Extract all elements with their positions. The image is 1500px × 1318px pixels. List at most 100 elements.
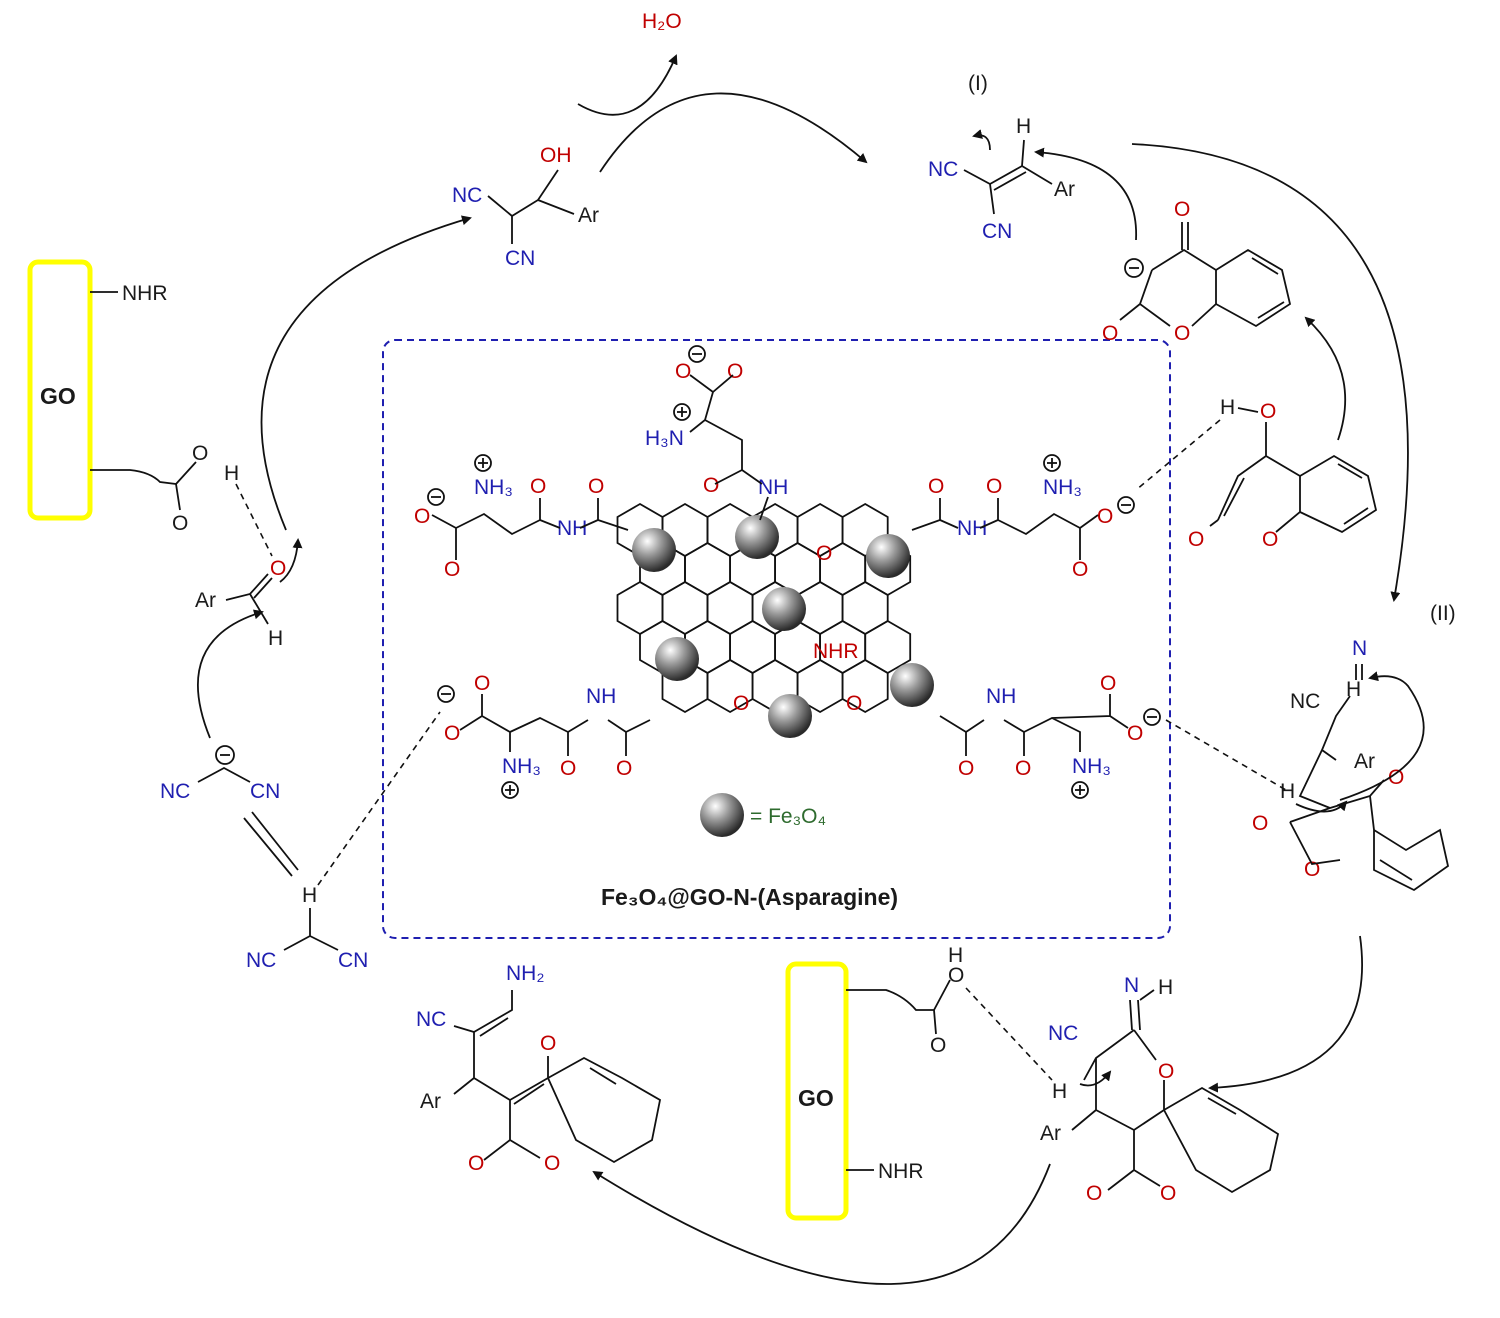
svg-text:O: O [1174,322,1190,345]
svg-text:O: O [616,757,632,780]
svg-text:NC: NC [452,184,482,207]
svg-text:NH₃: NH₃ [474,476,513,499]
svg-text:Ar: Ar [1054,178,1075,201]
svg-text:NH: NH [758,476,788,499]
svg-text:O: O [540,1032,556,1055]
svg-text:H₃N: H₃N [645,427,684,450]
graphene-sheet [616,502,912,714]
svg-text:O: O [1252,812,1268,835]
asparagine-lower-left: O O NH NH₃ O O [437,672,651,799]
svg-text:O: O [444,558,460,581]
svg-text:O: O [1388,766,1404,789]
svg-text:CN: CN [505,247,535,270]
svg-text:O: O [1158,1060,1174,1083]
aldehyde: Ar O H [195,557,286,650]
svg-text:NH₃: NH₃ [502,755,541,778]
fe3o4-particle [762,587,806,631]
svg-text:H: H [1346,678,1361,701]
svg-text:NC: NC [416,1008,446,1031]
pyranochromene-product: NH₂ NC O Ar O O [416,962,662,1175]
svg-text:NH: NH [986,685,1016,708]
svg-text:O: O [1174,198,1190,221]
svg-text:Ar: Ar [1354,750,1375,773]
go-carrier-bottom [785,961,849,1221]
graphene-ring [841,658,889,714]
svg-text:O: O [1260,400,1276,423]
fe3o4-particle [655,637,699,681]
malononitrile-anion: NC CN [160,745,280,803]
step-label-1: (I) [968,72,988,95]
step-label-2: (II) [1430,602,1456,625]
go-carrier-top [27,259,93,521]
svg-text:O: O [1160,1182,1176,1205]
svg-text:Ar: Ar [578,204,599,227]
asparagine-top: O O H₃N O NH [645,345,788,521]
svg-text:Ar: Ar [420,1090,441,1113]
asparagine-upper-right: O NH O NH₃ O O [911,454,1135,581]
svg-text:O: O [270,557,286,580]
svg-text:Ar: Ar [195,589,216,612]
svg-text:O: O [1015,757,1031,780]
graphene-ring [616,580,664,636]
svg-text:H: H [1280,780,1295,803]
sheet-nhr-label: NHR [813,640,859,663]
svg-text:H: H [224,462,239,485]
nhr-label-bottom: NHR [878,1160,924,1183]
svg-text:CN: CN [982,220,1012,243]
svg-text:H: H [1052,1080,1067,1103]
svg-text:NH₂: NH₂ [506,962,544,985]
asparagine-upper-left: NH₃ O O O NH O [414,454,629,581]
graphene-ring [684,541,731,597]
svg-text:O: O [414,505,430,528]
fe3o4-nanoparticles [632,515,934,738]
svg-text:NH₃: NH₃ [1043,476,1082,499]
svg-text:NC: NC [928,158,958,181]
svg-text:O: O [986,475,1002,498]
svg-text:O: O [948,964,964,987]
svg-text:O: O [1100,672,1116,695]
svg-text:O: O [544,1152,560,1175]
reaction-arrows [197,54,1425,1285]
catalyst-name: Fe₃O₄@GO-N-(Asparagine) [601,884,898,910]
svg-text:CN: CN [338,949,368,972]
epoxide-oxygen: O [816,542,832,565]
svg-text:H: H [948,944,963,967]
svg-text:O: O [675,360,691,383]
svg-text:O: O [530,475,546,498]
svg-text:O: O [1262,528,1278,551]
svg-text:NH₃: NH₃ [1072,755,1111,778]
svg-text:O: O [588,475,604,498]
water-label: H₂O [642,10,682,33]
svg-text:O: O [474,672,490,695]
graphene-ring [841,580,889,636]
svg-text:O: O [1086,1182,1102,1205]
svg-text:O: O [703,474,719,497]
svg-text:NC: NC [246,949,276,972]
asparagine-lower-right: NH O O NH₃ O O [939,672,1161,799]
malononitrile: H NC CN [246,884,368,972]
epoxide-oxygen: O [846,692,862,715]
svg-text:H: H [302,884,317,907]
svg-text:CN: CN [250,780,280,803]
fe3o4-particle [632,528,676,572]
svg-text:H: H [1220,396,1235,419]
arylidene-malononitrile: H NC Ar CN [928,115,1075,243]
svg-text:N: N [1124,974,1139,997]
svg-text:O: O [1097,505,1113,528]
fe3o4-particle [768,694,812,738]
svg-text:O: O [930,1034,946,1057]
svg-text:H: H [1016,115,1031,138]
fe3o4-legend-label: = Fe₃O₄ [750,805,826,828]
svg-text:N: N [1352,637,1367,660]
hydroxycoumarin: H O O O [1188,396,1378,551]
svg-text:O: O [928,475,944,498]
svg-text:Ar: Ar [1040,1122,1061,1145]
michael-adduct: N NC H Ar H O O O [1252,637,1450,892]
graphene-ring [729,619,776,675]
hydroxycoumarin-anion: O O O [1102,198,1292,345]
svg-text:O: O [172,512,188,535]
graphene-ring [661,580,709,636]
catalyst-frame [382,339,1171,939]
svg-text:NC: NC [1048,1022,1078,1045]
svg-text:OH: OH [540,144,572,167]
